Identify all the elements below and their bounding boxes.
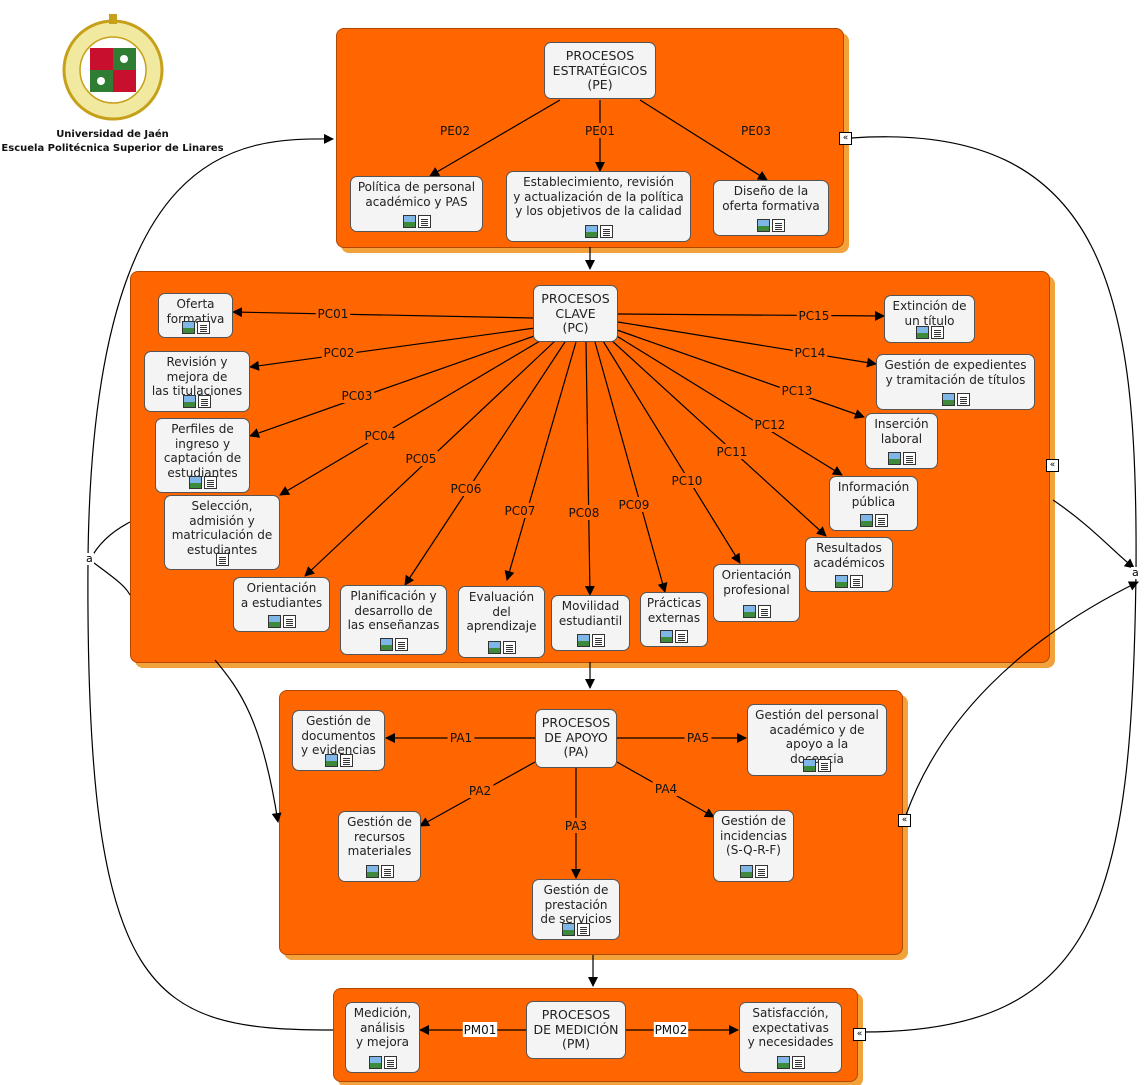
collapse-toggle-pc[interactable]: « [1046, 459, 1059, 472]
image-icon[interactable] [267, 615, 281, 628]
image-icon[interactable] [915, 326, 929, 339]
pc03-node[interactable]: Perfiles de ingreso y captación de estud… [155, 418, 250, 493]
university-seal-logo [62, 14, 164, 121]
image-icon[interactable] [660, 630, 673, 643]
image-icon[interactable] [181, 321, 195, 334]
image-icon[interactable] [803, 759, 816, 772]
document-icon[interactable] [502, 641, 516, 654]
pc13-node[interactable]: Inserción laboral [865, 413, 938, 469]
image-icon[interactable] [562, 923, 575, 936]
document-icon[interactable] [754, 865, 768, 878]
pc-center-node[interactable]: PROCESOS CLAVE (PC) [533, 285, 618, 342]
pa2-node[interactable]: Gestión de recursos materiales [338, 811, 421, 882]
image-icon[interactable] [757, 219, 770, 232]
image-icon[interactable] [368, 1056, 382, 1069]
document-icon[interactable] [874, 514, 888, 527]
university-name: Universidad de Jaén [56, 129, 169, 140]
pc10-node[interactable]: Orientación profesional [713, 564, 800, 622]
document-icon[interactable] [215, 553, 229, 566]
pc15-node[interactable]: Extinción de un título [884, 295, 975, 343]
image-icon[interactable] [365, 865, 379, 878]
pc01-node[interactable]: Oferta formativa [158, 293, 233, 338]
document-icon[interactable] [198, 395, 211, 408]
pe01-node[interactable]: Establecimiento, revisión y actualizació… [506, 171, 691, 242]
pe03-node[interactable]: Diseño de la oferta formativa [713, 180, 829, 236]
pm-center-node[interactable]: PROCESOS DE MEDICIÓN (PM) [526, 1001, 626, 1059]
document-icon[interactable] [203, 476, 217, 489]
image-icon[interactable] [941, 393, 955, 406]
document-icon[interactable] [772, 219, 785, 232]
image-icon[interactable] [742, 605, 756, 618]
image-icon[interactable] [776, 1056, 790, 1069]
document-icon[interactable] [196, 321, 210, 334]
pc11-node[interactable]: Resultados académicos [805, 537, 893, 592]
collapse-toggle-pm[interactable]: « [853, 1028, 866, 1041]
pc08-node[interactable]: Movilidad estudiantil [551, 595, 630, 651]
left-connector-label: a [85, 552, 94, 565]
image-icon[interactable] [188, 476, 202, 489]
image-icon[interactable] [739, 865, 753, 878]
collapse-toggle-pe[interactable]: « [839, 132, 852, 145]
image-icon[interactable] [576, 634, 590, 647]
pc06-node[interactable]: Planificación y desarrollo de las enseña… [340, 585, 447, 655]
document-icon[interactable] [383, 1056, 397, 1069]
image-icon[interactable] [859, 514, 873, 527]
document-icon[interactable] [902, 452, 916, 465]
document-icon[interactable] [956, 393, 970, 406]
image-icon[interactable] [887, 452, 901, 465]
pa4-node[interactable]: Gestión de incidencias (S-Q-R-F) [713, 810, 794, 882]
pc02-node[interactable]: Revisión y mejora de las titulaciones [144, 351, 250, 412]
pe-center-node[interactable]: PROCESOS ESTRATÉGICOS (PE) [544, 42, 656, 99]
pc14-node[interactable]: Gestión de expedientes y tramitación de … [876, 354, 1035, 410]
pc07-node[interactable]: Evaluación del aprendizaje [458, 586, 545, 658]
image-icon[interactable] [835, 575, 848, 588]
pa5-node[interactable]: Gestión del personal académico y de apoy… [747, 704, 887, 776]
school-name: Escuela Politécnica Superior de Linares [1, 143, 224, 154]
document-icon[interactable] [850, 575, 863, 588]
pe02-node[interactable]: Política de personal académico y PAS [350, 176, 483, 232]
pc04-node[interactable]: Selección, admisión y matriculación de e… [164, 495, 280, 570]
image-icon[interactable] [402, 215, 416, 228]
document-icon[interactable] [791, 1056, 805, 1069]
image-icon[interactable] [584, 225, 598, 238]
pc09-node[interactable]: Prácticas externas [640, 592, 708, 647]
document-icon[interactable] [339, 754, 353, 767]
document-icon[interactable] [599, 225, 613, 238]
pm01-node[interactable]: Medición, análisis y mejora [345, 1002, 420, 1073]
image-icon[interactable] [379, 638, 393, 651]
document-icon[interactable] [930, 326, 944, 339]
pa1-node[interactable]: Gestión de documentos y evidencias [292, 710, 385, 771]
collapse-toggle-pa[interactable]: « [898, 814, 911, 827]
document-icon[interactable] [757, 605, 771, 618]
pc12-node[interactable]: Información pública [829, 476, 918, 531]
document-icon[interactable] [818, 759, 831, 772]
document-icon[interactable] [380, 865, 394, 878]
right-connector-label: a [1131, 566, 1140, 579]
document-icon[interactable] [417, 215, 431, 228]
document-icon[interactable] [394, 638, 408, 651]
document-icon[interactable] [577, 923, 590, 936]
pm02-node[interactable]: Satisfacción, expectativas y necesidades [739, 1002, 842, 1073]
image-icon[interactable] [487, 641, 501, 654]
image-icon[interactable] [183, 395, 196, 408]
pa3-node[interactable]: Gestión de prestación de servicios [532, 879, 620, 940]
document-icon[interactable] [282, 615, 296, 628]
image-icon[interactable] [324, 754, 338, 767]
pc05-node[interactable]: Orientación a estudiantes [233, 577, 330, 632]
document-icon[interactable] [675, 630, 688, 643]
document-icon[interactable] [591, 634, 605, 647]
pa-center-node[interactable]: PROCESOS DE APOYO (PA) [535, 709, 617, 768]
